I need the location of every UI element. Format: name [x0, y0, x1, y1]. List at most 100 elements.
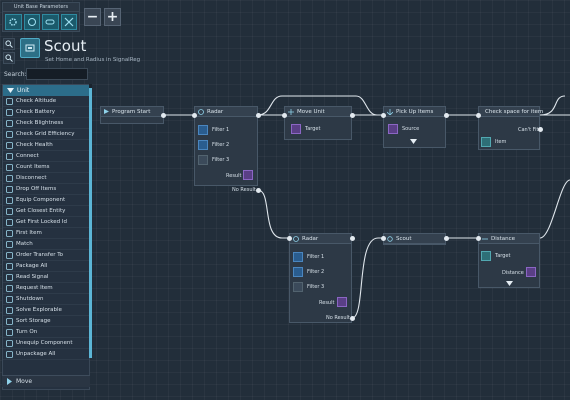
item-row[interactable]: Item — [481, 137, 506, 147]
sidebar-item[interactable]: Unpackage All — [3, 349, 89, 360]
category-label: Move — [16, 378, 33, 385]
filter1-row[interactable]: Filter 1 — [293, 252, 324, 262]
sidebar-item[interactable]: Unequip Component — [3, 338, 89, 349]
sidebar-item[interactable]: Check Health — [3, 140, 89, 151]
filter-slot[interactable] — [198, 125, 208, 135]
exec-in-port[interactable] — [381, 113, 386, 118]
scrollbar-thumb[interactable] — [89, 88, 92, 358]
radar-icon — [198, 108, 204, 115]
sidebar-item[interactable]: Match — [3, 239, 89, 250]
sidebar-item[interactable]: Read Signal — [3, 272, 89, 283]
filter2-row[interactable]: Filter 2 — [198, 140, 229, 150]
exec-in-port[interactable] — [381, 236, 386, 241]
sidebar-item[interactable]: Request Item — [3, 283, 89, 294]
filter1-row[interactable]: Filter 1 — [198, 125, 229, 135]
result-slot[interactable] — [337, 297, 347, 307]
instruction-icon — [6, 152, 13, 160]
zoom-in-button[interactable] — [3, 38, 15, 50]
sidebar-item[interactable]: Check Grid Efficiency — [3, 129, 89, 140]
sidebar-item[interactable]: Get Closest Entity — [3, 206, 89, 217]
sidebar-item[interactable]: Order Transfer To — [3, 250, 89, 261]
filter3-row[interactable]: Filter 3 — [198, 155, 229, 165]
sidebar-item[interactable]: Shutdown — [3, 294, 89, 305]
target-row[interactable]: Target — [291, 124, 320, 134]
zoom-in-icon — [5, 40, 13, 48]
node-move-unit[interactable]: Move Unit — [284, 106, 352, 140]
category-unit[interactable]: Unit — [3, 85, 89, 96]
target-slot[interactable] — [481, 251, 491, 261]
distance-slot[interactable] — [526, 267, 536, 277]
sidebar-item[interactable]: Count Items — [3, 162, 89, 173]
exec-in-port[interactable] — [476, 113, 481, 118]
wire — [539, 179, 570, 239]
sidebar-item[interactable]: Solve Explorable — [3, 305, 89, 316]
result-label: Result — [226, 173, 242, 179]
filter-slot[interactable] — [293, 252, 303, 262]
wire — [257, 189, 288, 239]
result-slot[interactable] — [243, 170, 253, 180]
node-radar[interactable]: Radar — [289, 233, 352, 323]
link-icon[interactable] — [42, 14, 59, 30]
sidebar-item[interactable]: Get First Locked Id — [3, 217, 89, 228]
filter-slot[interactable] — [198, 155, 208, 165]
expand-icon[interactable] — [60, 14, 77, 30]
zoom-out-button[interactable] — [3, 52, 15, 64]
minus-button[interactable]: − — [84, 8, 101, 26]
exec-in-port[interactable] — [476, 236, 481, 241]
search-input[interactable] — [26, 68, 88, 80]
filter3-row[interactable]: Filter 3 — [293, 282, 324, 292]
distance-icon — [482, 238, 488, 239]
plus-button[interactable]: + — [104, 8, 121, 26]
unit-base-toolbar: Unit Base Parameters — [2, 2, 80, 32]
sidebar-item[interactable]: Check Blightness — [3, 118, 89, 129]
filter-slot[interactable] — [293, 267, 303, 277]
sidebar-item[interactable]: First Item — [3, 228, 89, 239]
exec-out-port[interactable] — [161, 113, 166, 118]
no-result-port[interactable] — [256, 188, 261, 193]
item-slot[interactable] — [481, 137, 491, 147]
instruction-icon — [6, 218, 13, 226]
sidebar-item[interactable]: Check Battery — [3, 107, 89, 118]
cant-fit-port[interactable] — [538, 127, 543, 132]
sidebar-item[interactable]: Disconnect — [3, 173, 89, 184]
target-slot[interactable] — [291, 124, 301, 134]
param-label: Target — [305, 126, 321, 132]
exec-out-port[interactable] — [350, 236, 355, 241]
exec-in-port[interactable] — [192, 113, 197, 118]
instruction-icon — [6, 240, 13, 248]
target-row[interactable]: Target — [481, 251, 510, 261]
exec-in-port[interactable] — [287, 236, 292, 241]
source-slot[interactable] — [388, 124, 398, 134]
node-program-start[interactable]: Program Start — [100, 106, 164, 124]
instruction-icon — [6, 196, 13, 204]
filter2-row[interactable]: Filter 2 — [293, 267, 324, 277]
exec-out-port[interactable] — [256, 113, 261, 118]
sidebar-item[interactable]: Package All — [3, 261, 89, 272]
exec-out-port[interactable] — [350, 113, 355, 118]
filter-slot[interactable] — [198, 140, 208, 150]
category-move[interactable]: Move — [2, 375, 90, 387]
sidebar-scrollbar[interactable] — [89, 84, 92, 358]
wire — [257, 95, 378, 116]
instruction-icon — [6, 350, 13, 358]
source-row[interactable]: Source — [388, 124, 419, 134]
sidebar-item[interactable]: Connect — [3, 151, 89, 162]
sidebar-item[interactable]: Sort Storage — [3, 316, 89, 327]
exec-out-port[interactable] — [444, 236, 449, 241]
sidebar-item[interactable]: Drop Off Items — [3, 184, 89, 195]
dropdown-arrow-icon[interactable] — [506, 281, 513, 286]
dropdown-arrow-icon[interactable] — [410, 139, 417, 144]
node-scout[interactable]: Scout — [383, 233, 446, 245]
page-title[interactable]: Scout — [44, 37, 87, 55]
sidebar-item[interactable]: Check Altitude — [3, 96, 89, 107]
filter-slot[interactable] — [293, 282, 303, 292]
sidebar-item[interactable]: Equip Component — [3, 195, 89, 206]
no-result-port[interactable] — [350, 316, 355, 321]
gear-icon[interactable] — [5, 14, 22, 30]
sidebar-item[interactable]: Turn On — [3, 327, 89, 338]
page-subtitle[interactable]: Set Home and Radius in SignalReg — [45, 57, 141, 63]
radius-icon[interactable] — [23, 14, 40, 30]
exec-out-port[interactable] — [444, 113, 449, 118]
exec-in-port[interactable] — [282, 113, 287, 118]
